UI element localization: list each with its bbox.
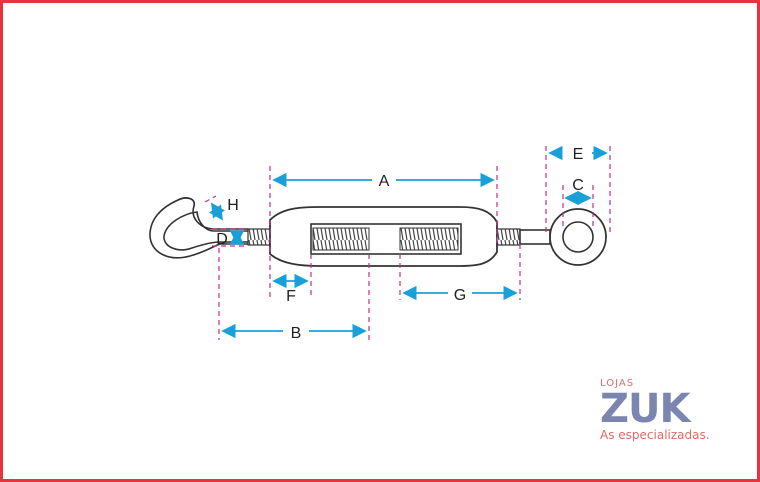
dim-label-a: A — [379, 173, 390, 190]
dim-label-b: B — [291, 325, 302, 342]
brand-top-text: LOJAS — [600, 378, 635, 389]
dimension-arrows — [209, 145, 608, 339]
dim-label-f: F — [286, 288, 296, 305]
brand-wordmark: ZUK — [600, 386, 690, 432]
dim-label-h: H — [227, 197, 239, 214]
hook-thread — [247, 228, 271, 246]
dim-label-c: C — [572, 177, 584, 194]
hook — [149, 197, 248, 259]
brand-logo: LOJAS ZUK As especializadas. — [600, 378, 740, 442]
dim-label-e: E — [573, 146, 584, 163]
eye — [519, 208, 607, 266]
extension-lines — [204, 146, 611, 340]
dim-label-g: G — [454, 287, 466, 304]
turnbuckle-body — [269, 206, 498, 267]
dim-label-d: D — [216, 231, 228, 248]
eye-thread — [496, 228, 521, 246]
dim-h-arrow — [209, 202, 225, 221]
brand-tagline: As especializadas. — [600, 428, 710, 442]
